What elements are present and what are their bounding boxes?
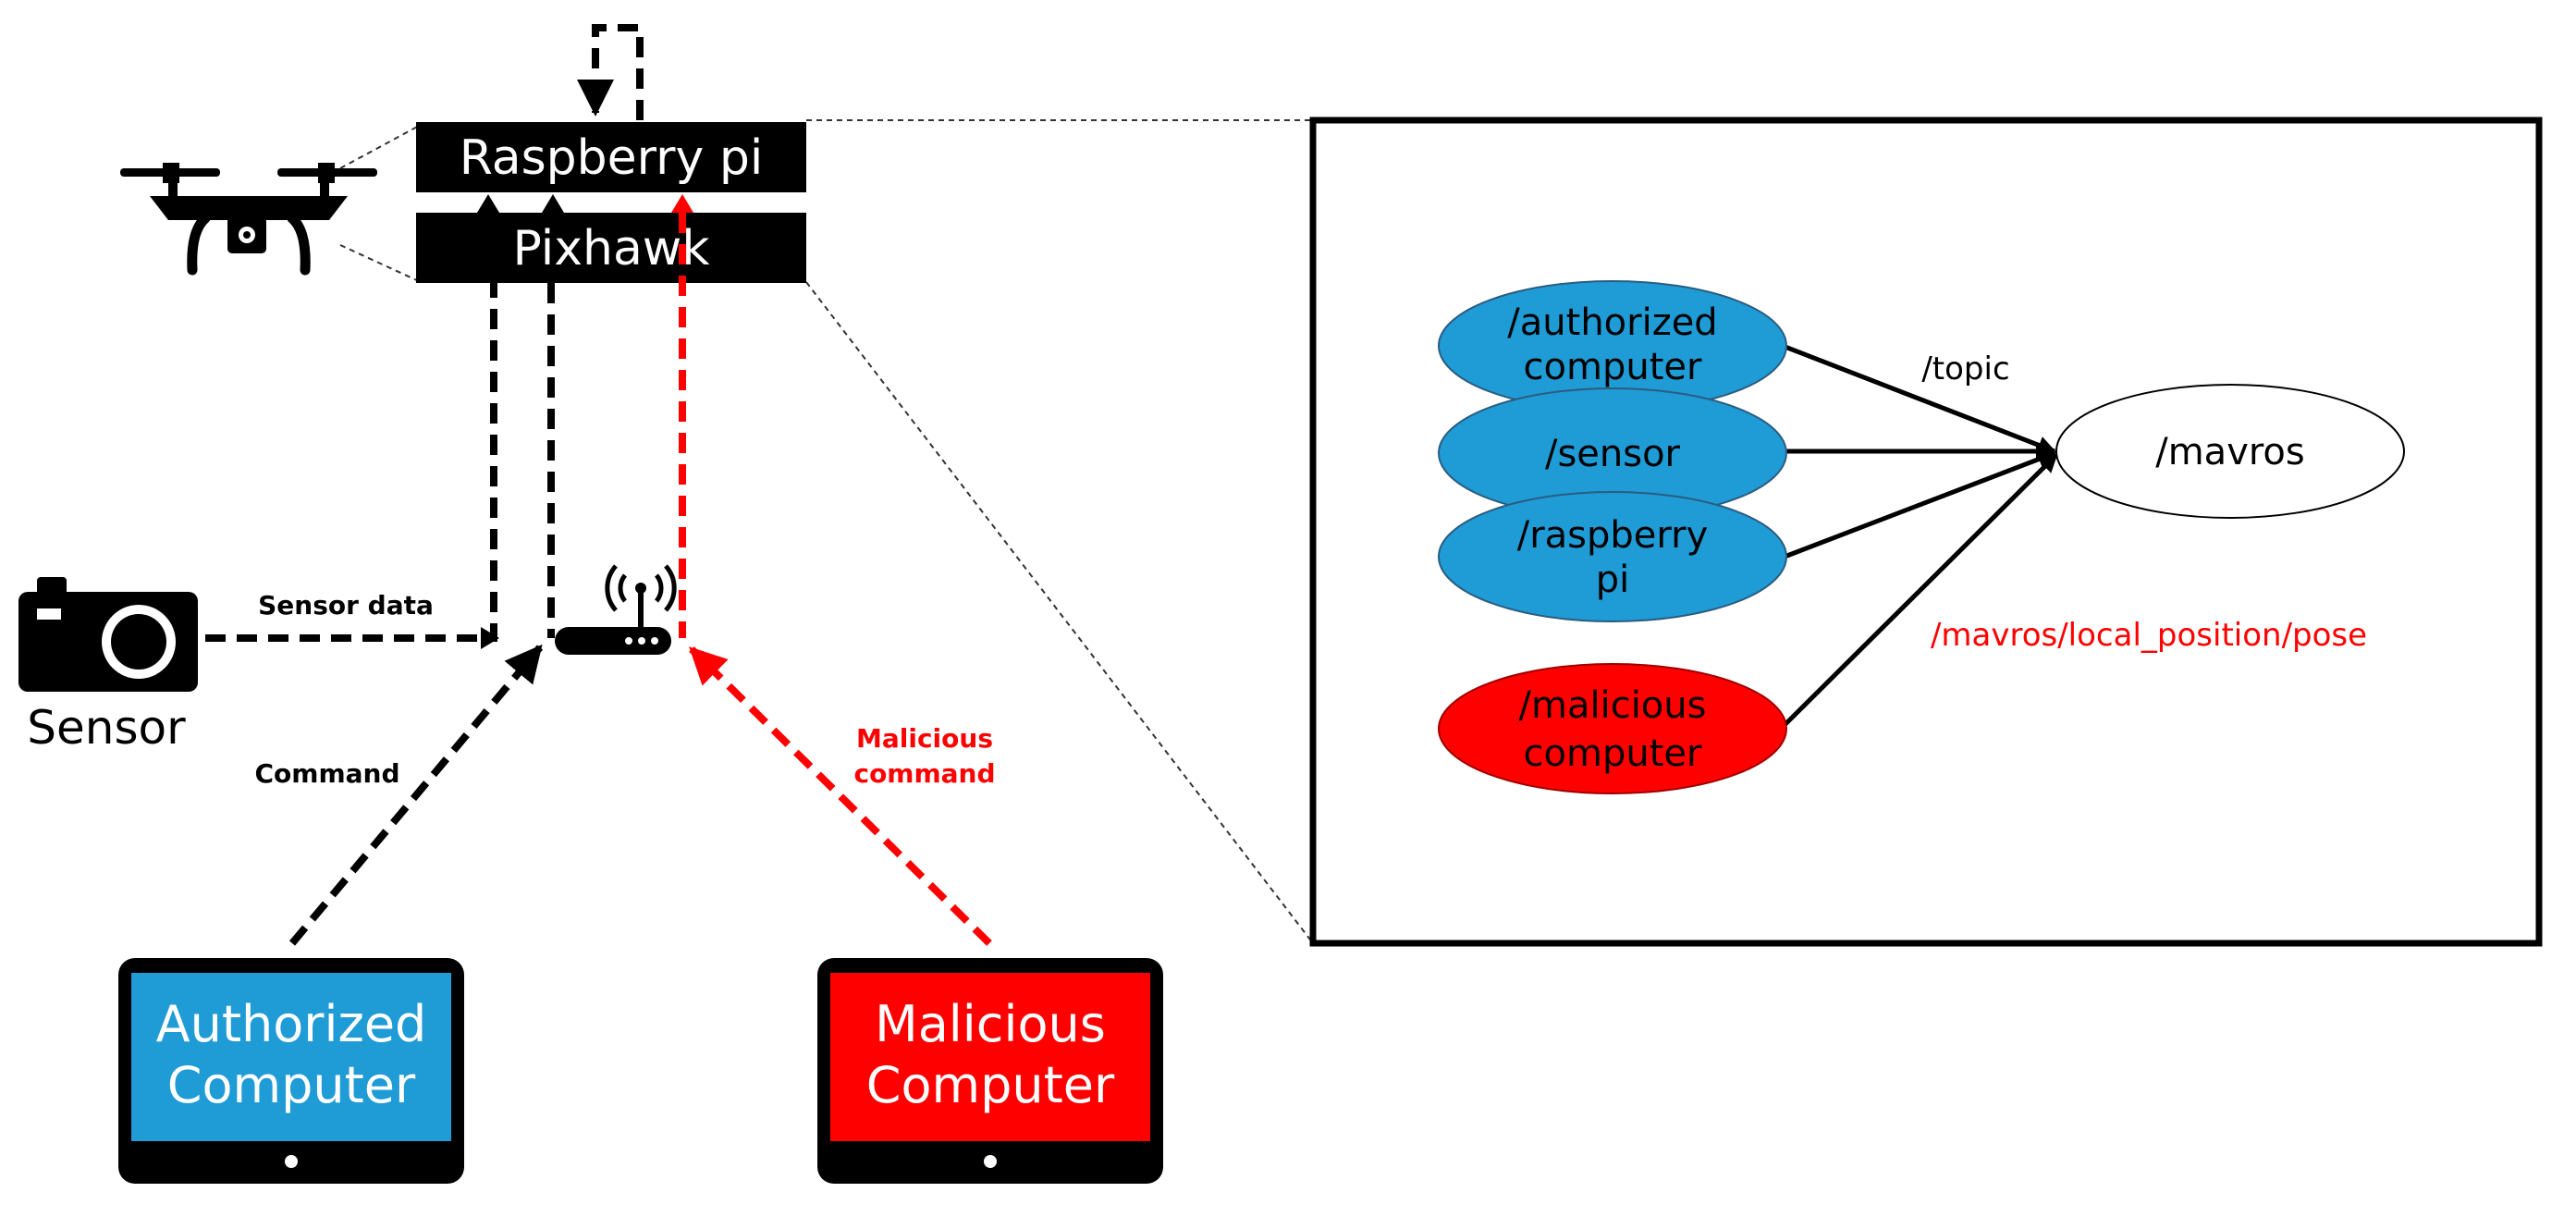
pixhawk-box: Pixhawk	[416, 213, 806, 283]
ros-graph-frame	[1309, 117, 2543, 947]
command-label: Command	[254, 758, 399, 789]
camera-icon	[18, 577, 198, 692]
edge-malicious-to-mavros	[1781, 453, 2058, 729]
node-authorized-computer: /authorized computer	[1438, 280, 1787, 412]
node-malicious-computer: /malicious computer	[1438, 663, 1787, 794]
authorized-screen	[131, 973, 451, 1141]
sensor-data-link	[205, 283, 497, 642]
node-mavros: /mavros	[2055, 384, 2405, 519]
ros-graph-edges	[1781, 343, 2058, 729]
node-raspberry-pi: /raspberry pi	[1438, 491, 1787, 622]
malicious-computer-label-line2: Computer	[866, 1056, 1115, 1114]
raspberry-pi-box: Raspberry pi	[416, 122, 806, 192]
node-authorized-line2: computer	[1524, 346, 1702, 388]
authorized-computer-tablet: Authorized Computer	[118, 958, 464, 1184]
command-link	[288, 644, 544, 946]
attack-topic-label: /mavros/local_position/pose	[1931, 617, 2367, 654]
topic-label: /topic	[1921, 350, 2009, 387]
malicious-command-link	[689, 646, 992, 946]
node-raspberry-line2: pi	[1596, 559, 1630, 601]
malicious-command-label-line1: Malicious	[856, 723, 993, 754]
authorized-computer-label-line1: Authorized	[156, 995, 427, 1053]
node-mavros-line1: /mavros	[2155, 431, 2305, 473]
malicious-computer-label-line1: Malicious	[875, 995, 1106, 1053]
authorized-computer-label-line2: Computer	[167, 1056, 416, 1114]
pixhawk-label: Pixhawk	[513, 221, 710, 277]
router-icon	[555, 564, 677, 655]
sensor-data-label: Sensor data	[258, 590, 434, 621]
drone-zoom-lines	[339, 124, 422, 283]
node-authorized-line1: /authorized	[1507, 301, 1717, 344]
raspberry-loop-arrow	[577, 24, 644, 120]
raspberry-pi-label: Raspberry pi	[460, 130, 764, 186]
node-raspberry-line1: /raspberry	[1517, 514, 1709, 557]
node-malicious-line1: /malicious	[1519, 684, 1707, 727]
sensor-label: Sensor	[27, 701, 186, 755]
node-sensor: /sensor	[1438, 387, 1787, 519]
sensor-data-arrowhead	[481, 627, 499, 649]
edge-raspberry-to-mavros	[1784, 450, 2056, 559]
edge-authorized-to-mavros	[1782, 343, 2056, 454]
node-sensor-line1: /sensor	[1545, 433, 1681, 475]
malicious-computer-tablet: Malicious Computer	[817, 958, 1163, 1184]
graph-zoom-lines	[805, 119, 1314, 944]
malicious-screen	[830, 973, 1150, 1141]
drone-icon	[120, 163, 377, 276]
malicious-command-label-line2: command	[853, 758, 995, 789]
node-malicious-line2: computer	[1524, 732, 1702, 775]
pixhawk-to-raspberry-arrows	[477, 194, 693, 213]
